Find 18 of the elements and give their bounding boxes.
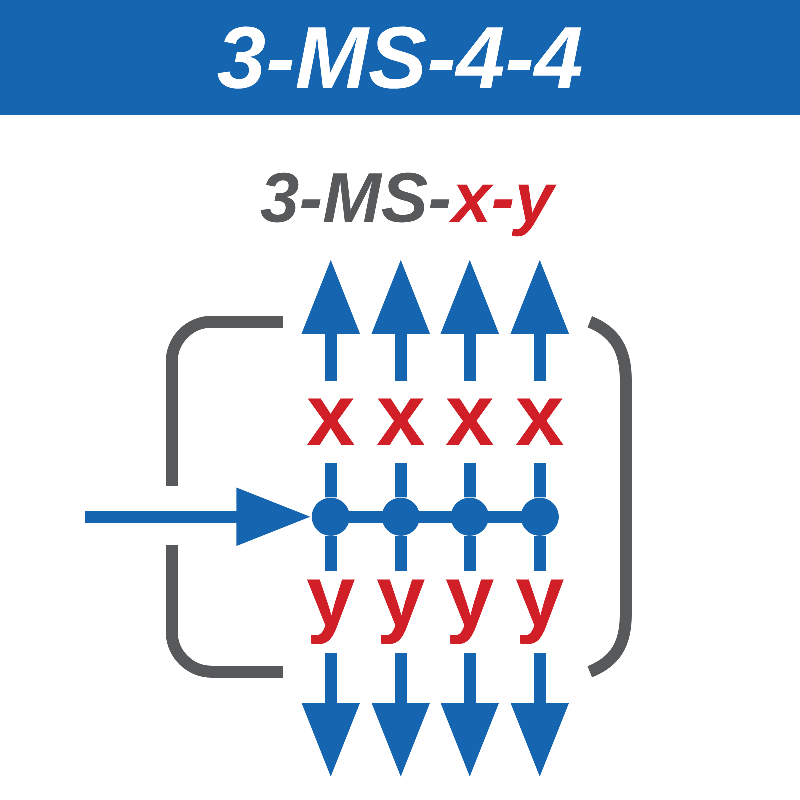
edge-label: y xyxy=(510,571,570,653)
edge-label: x xyxy=(440,381,500,463)
subtitle: x-y xyxy=(449,184,557,237)
junction-dot xyxy=(312,498,350,536)
connector-line xyxy=(348,511,384,523)
junction-dot xyxy=(521,498,559,536)
edge-label: x xyxy=(510,381,570,463)
connector-line xyxy=(488,511,522,523)
edge-label: y xyxy=(440,571,500,653)
edge-label: x xyxy=(301,381,361,463)
junction-dot xyxy=(382,498,420,536)
edge-label: x xyxy=(371,381,431,463)
connector-line xyxy=(418,511,452,523)
subtitle: 3-MS- xyxy=(260,172,450,223)
title-banner: 3-MS-4-4 xyxy=(0,0,800,116)
edge-label: y xyxy=(301,571,361,653)
edge-label: y xyxy=(371,571,431,653)
junction-dot xyxy=(451,498,489,536)
